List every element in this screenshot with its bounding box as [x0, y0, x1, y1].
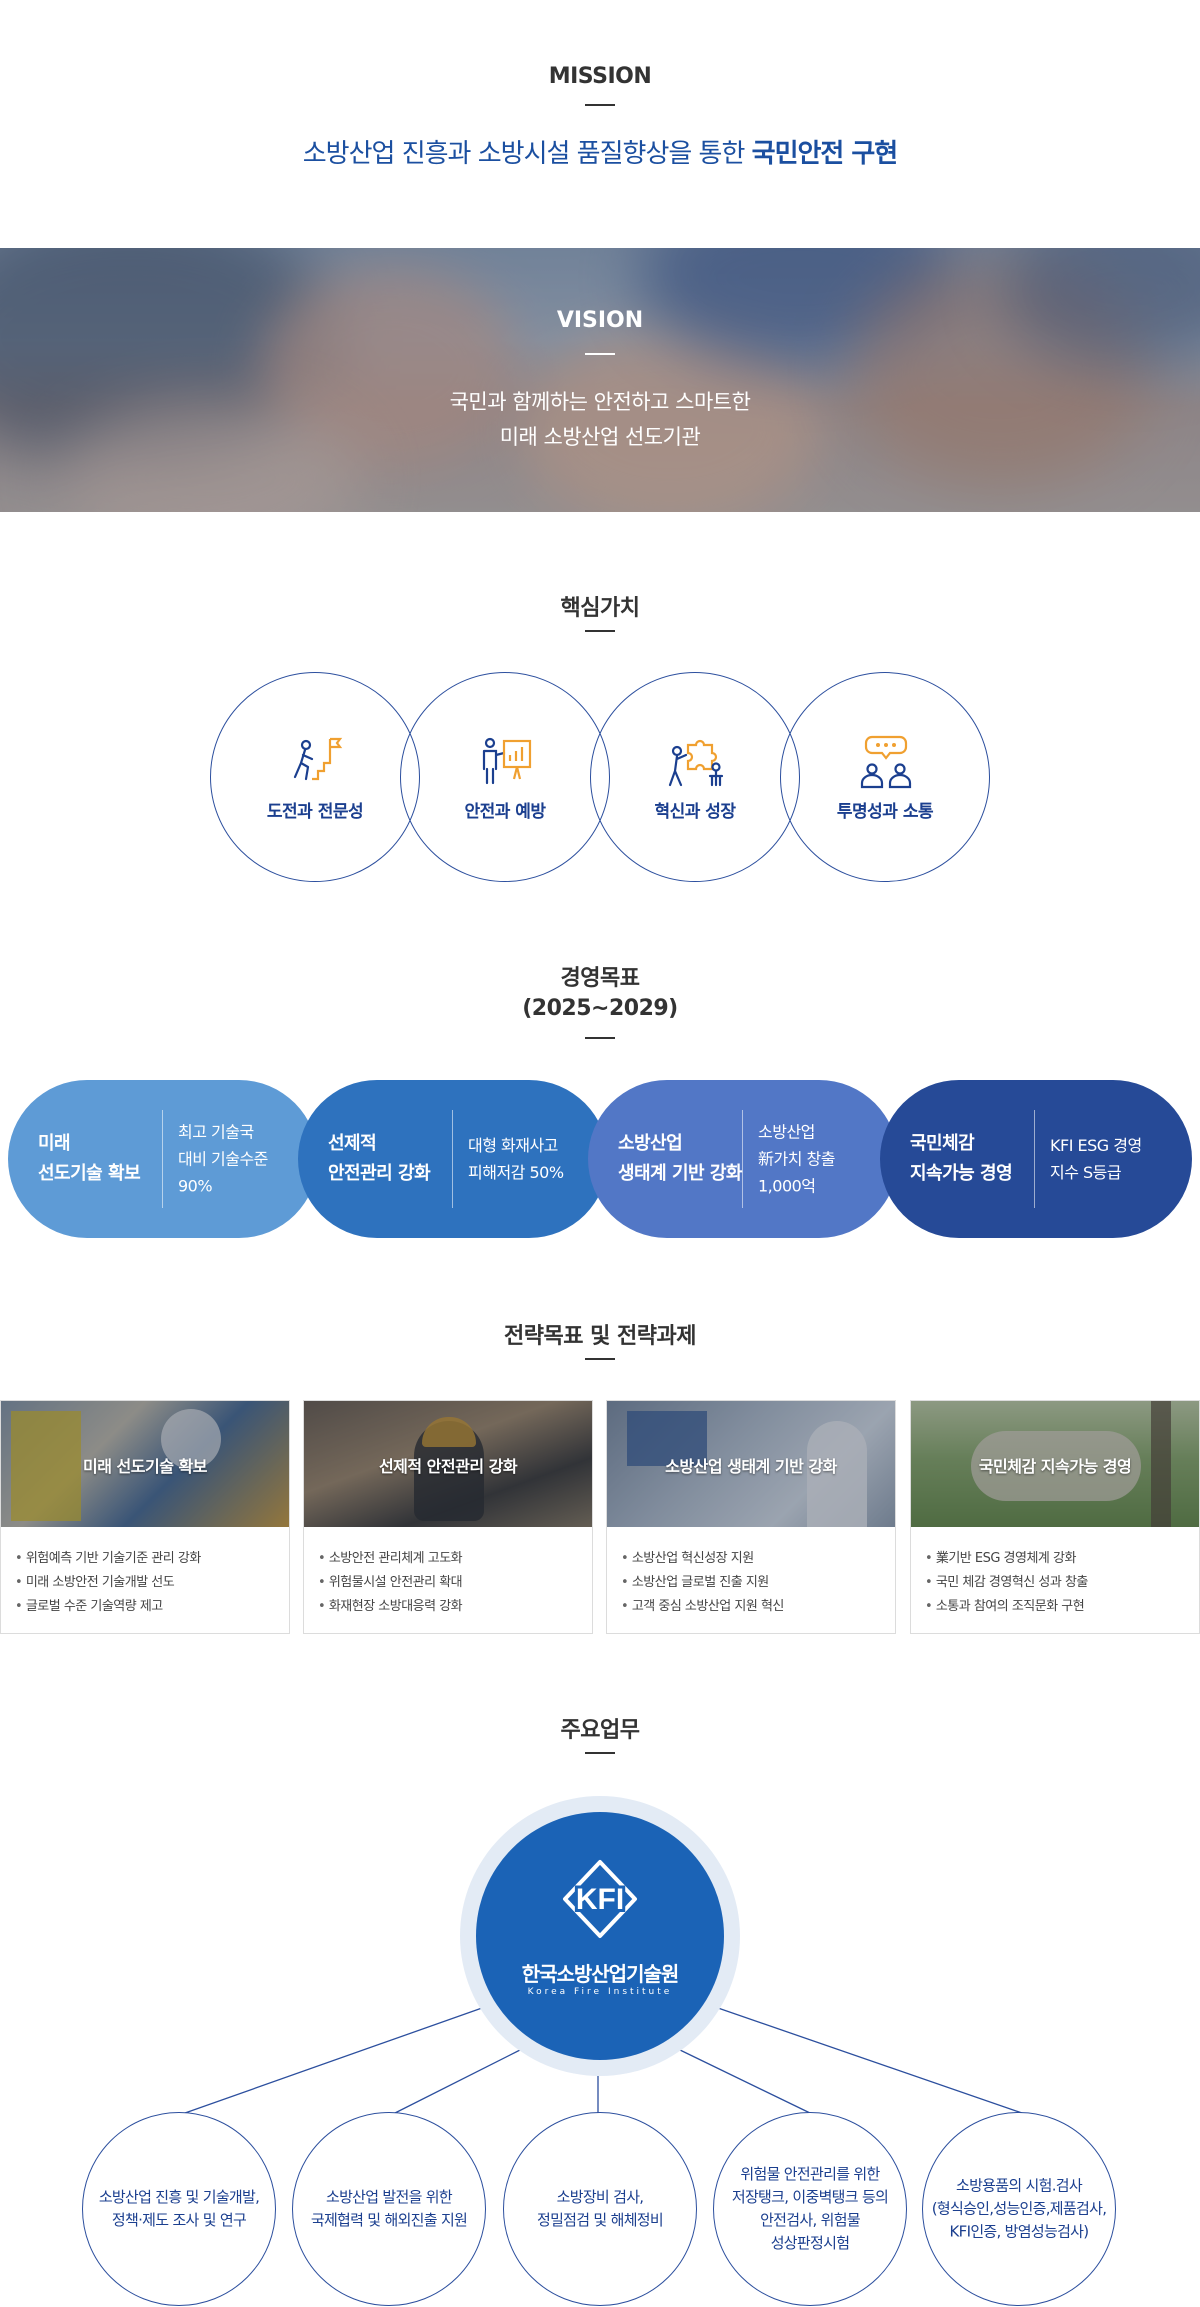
people-speech-bubble-icon	[860, 735, 912, 789]
card-title: 미래 선도기술 확보	[83, 1457, 207, 1476]
goals-divider	[585, 1037, 615, 1039]
mission-title: MISSION	[548, 64, 652, 89]
business-item-product-testing: 소방용품의 시험.검사(형식승인,성능인증,제품검사,KFI인증, 방염성능검사…	[922, 2112, 1116, 2306]
list-item: 미래 소방안전 기술개발 선도	[15, 1571, 201, 1595]
strategy-card-safety: 선제적 안전관리 강화 소방안전 관리체계 고도화 위험물시설 안전관리 확대 …	[303, 1400, 593, 1634]
list-item: 고객 중심 소방산업 지원 혁신	[621, 1595, 785, 1619]
mission-divider	[585, 104, 615, 106]
list-item: 화재현장 소방대응력 강화	[318, 1595, 463, 1619]
vision-divider	[585, 353, 615, 355]
vision-title: VISION	[556, 308, 644, 333]
business-item-text: 소방산업 진흥 및 기술개발,정책·제도 조사 및 연구	[98, 2188, 260, 2229]
people-puzzle-icon	[668, 739, 724, 787]
kfi-logo-text-outline: KFI	[576, 1883, 624, 1916]
business-divider	[585, 1752, 615, 1754]
card-title: 국민체감 지속가능 경영	[978, 1457, 1132, 1476]
core-values-divider	[585, 630, 615, 632]
card-photo-firefighter: 선제적 안전관리 강화	[304, 1401, 592, 1527]
value-label: 투명성과 소통	[836, 802, 934, 822]
mission-text-plain: 소방산업 진흥과 소방시설 품질향상을 통한	[302, 139, 752, 169]
value-label: 혁신과 성장	[654, 802, 736, 822]
climbing-person-flag-icon	[293, 737, 343, 781]
vision-line-2: 미래 소방산업 선도기관	[499, 425, 701, 449]
strategy-card-sustainable: 국민체감 지속가능 경영 業기반 ESG 경영체계 강화 국민 체감 경영혁신 …	[910, 1400, 1200, 1634]
list-item: 소방산업 혁신성장 지원	[621, 1547, 784, 1571]
card-title: 소방산업 생태계 기반 강화	[665, 1457, 837, 1476]
goals-period: (2025~2029)	[522, 996, 678, 1021]
list-item: 위험물시설 안전관리 확대	[318, 1571, 463, 1595]
strategy-divider	[585, 1358, 615, 1360]
business-item-text: 소방용품의 시험.검사(형식승인,성능인증,제품검사,KFI인증, 방염성능검사…	[931, 2176, 1107, 2241]
list-item: 국민 체감 경영혁신 성과 창출	[925, 1571, 1089, 1595]
strategy-card-industry: 소방산업 생태계 기반 강화 소방산업 혁신성장 지원 소방산업 글로벌 진출 …	[606, 1400, 896, 1634]
strategy-title: 전략목표 및 전략과제	[504, 1324, 696, 1349]
presenter-chart-icon	[482, 737, 532, 785]
card-task-list: 소방안전 관리체계 고도화 위험물시설 안전관리 확대 화재현장 소방대응력 강…	[318, 1547, 463, 1619]
card-photo-lab-researcher: 소방산업 생태계 기반 강화	[607, 1401, 895, 1527]
goals-title: 경영목표	[560, 966, 640, 991]
value-label: 안전과 예방	[464, 802, 546, 822]
mission-text-bold: 국민안전 구현	[751, 139, 899, 169]
business-item-equipment-inspection: 소방장비 검사,정밀점검 및 해체정비	[503, 2112, 697, 2306]
card-photo-family-park: 국민체감 지속가능 경영	[911, 1401, 1199, 1527]
mission-statement: 소방산업 진흥과 소방시설 품질향상을 통한 국민안전 구현	[0, 133, 1200, 170]
strategy-card-future-tech: 미래 선도기술 확보 위험예측 기반 기술기준 관리 강화 미래 소방안전 기술…	[0, 1400, 290, 1634]
vision-line-1: 국민과 함께하는 안전하고 스마트한	[449, 390, 751, 414]
value-label: 도전과 전문성	[266, 802, 364, 822]
list-item: 소방안전 관리체계 고도화	[318, 1547, 463, 1571]
business-title: 주요업무	[560, 1718, 640, 1743]
card-task-list: 위험예측 기반 기술기준 관리 강화 미래 소방안전 기술개발 선도 글로벌 수…	[15, 1547, 201, 1619]
kfi-logo-text: KFI	[576, 1883, 624, 1916]
vision-banner: VISION 국민과 함께하는 안전하고 스마트한 미래 소방산업 선도기관	[0, 248, 1200, 512]
business-item-text: 소방장비 검사,정밀점검 및 해체정비	[536, 2188, 664, 2229]
list-item: 글로벌 수준 기술역량 제고	[15, 1595, 201, 1619]
list-item: 소방산업 글로벌 진출 지원	[621, 1571, 784, 1595]
card-task-list: 業기반 ESG 경영체계 강화 국민 체감 경영혁신 성과 창출 소통과 참여의…	[925, 1547, 1089, 1619]
list-item: 위험예측 기반 기술기준 관리 강화	[15, 1547, 201, 1571]
business-item-promotion-research: 소방산업 진흥 및 기술개발,정책·제도 조사 및 연구	[82, 2112, 276, 2306]
card-title: 선제적 안전관리 강화	[378, 1457, 518, 1476]
card-task-list: 소방산업 혁신성장 지원 소방산업 글로벌 진출 지원 고객 중심 소방산업 지…	[621, 1547, 785, 1619]
org-name: 한국소방산업기술원	[521, 1962, 680, 1986]
card-photo-firefighters-equipment: 미래 선도기술 확보	[1, 1401, 289, 1527]
core-values-title: 핵심가치	[560, 596, 640, 621]
org-english-name: Korea Fire Institute	[527, 1987, 673, 1997]
list-item: 소통과 참여의 조직문화 구현	[925, 1595, 1088, 1619]
value-transparency-communication: 투명성과 소통	[780, 672, 990, 882]
kfi-logo: KFI KFI	[563, 1860, 637, 1938]
list-item: 業기반 ESG 경영체계 강화	[925, 1547, 1088, 1571]
